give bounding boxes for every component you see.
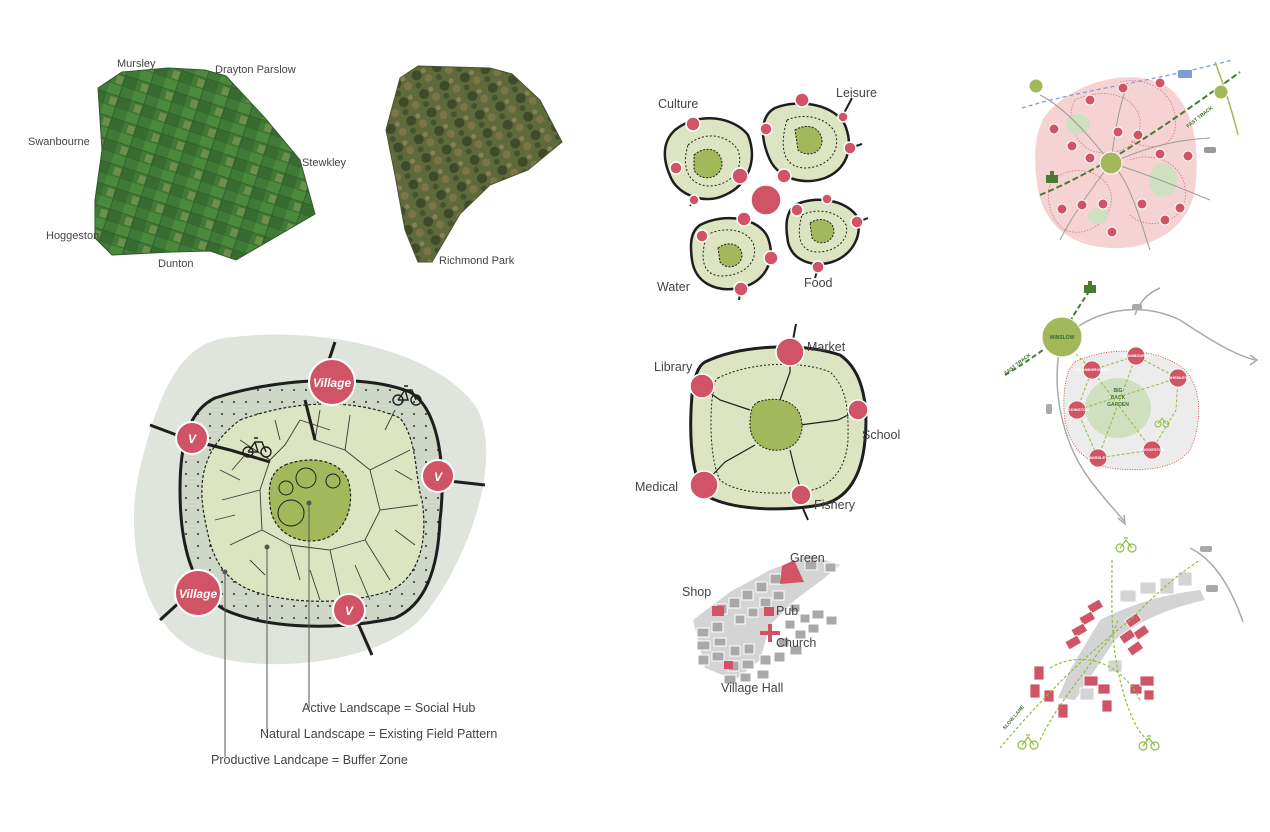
grey-plots (1079, 571, 1193, 701)
cycle-lanes (999, 559, 1201, 749)
plan-label-pub: Pub (776, 604, 798, 618)
park-shape (385, 65, 563, 263)
node-label-swanbourne: SWANBOURNE (1121, 353, 1151, 358)
train-icon (1046, 171, 1058, 183)
car-icon (1204, 147, 1216, 153)
village-hall-marker (724, 661, 733, 669)
red-housing-plots (1029, 598, 1155, 719)
v-label-right: V (434, 470, 443, 484)
map-label-richmond-park: Richmond Park (439, 255, 515, 267)
bicycle-icon (1017, 734, 1039, 750)
shop-marker (712, 606, 724, 616)
bicycle-icon (1115, 537, 1137, 553)
network-diagram: FAST TRACK (1021, 59, 1241, 251)
v-label-left: V (188, 432, 197, 446)
village-node-left: Village (174, 569, 222, 617)
network-green-patches (1066, 114, 1177, 224)
hub-label-market: Market (807, 340, 846, 354)
map-label-stewkley: Stewkley (302, 157, 347, 169)
winslow-label: WINSLOW (1050, 335, 1075, 341)
network-red-nodes (1048, 77, 1194, 238)
hub-label-medical: Medical (635, 480, 678, 494)
garden-label-1: BIG (1114, 388, 1123, 394)
network-green-nodes (1028, 78, 1229, 175)
bicycle-icon (1138, 735, 1160, 751)
v-node-left: V (175, 421, 209, 455)
bicycle-icon (392, 385, 422, 406)
arrow-south (1117, 514, 1126, 526)
blue-dashed-line (1021, 59, 1233, 109)
hub-label-library: Library (654, 360, 693, 374)
village-key-buildings (712, 560, 804, 669)
pod-label-water: Water (657, 280, 690, 294)
cycle-lane-label: SLOW LANE (1002, 704, 1026, 731)
plan-label-church: Church (776, 636, 816, 650)
bus-icon (1178, 70, 1192, 78)
pub-marker (764, 607, 774, 616)
plan-label-village-hall: Village Hall (721, 681, 783, 695)
pod-label-culture: Culture (658, 97, 698, 111)
winslow-village-nodes (1067, 346, 1188, 468)
car-icon (1206, 585, 1218, 592)
v-label-bottom: V (345, 604, 354, 618)
village-node-top: Village (308, 358, 356, 406)
car-icon (1046, 404, 1052, 414)
v-node-bottom: V (332, 593, 366, 627)
cycle-plan: SLOW LANE (999, 537, 1244, 751)
v-node-right: V (421, 459, 455, 493)
active-landscape-hub (268, 459, 352, 542)
hub-nodes (689, 337, 869, 506)
aerial-field-shape (94, 67, 316, 261)
field-pattern-lines (214, 409, 419, 601)
village-plan: Green Shop Pub Church Village Hall (682, 551, 840, 695)
plan-label-shop: Shop (682, 585, 711, 599)
hub-label-fishery: Fishery (814, 498, 856, 512)
cluster-diagram: Culture Leisure Water Food (657, 86, 877, 301)
church-marker (760, 624, 780, 642)
arrow-east (1249, 354, 1259, 366)
map-label-drayton-parslow: Drayton Parslow (215, 64, 296, 76)
hub-core (749, 398, 803, 451)
legend-productive-landscape: Productive Landcape = Buffer Zone (211, 753, 408, 767)
hub-diagram: Market Library School Medical Fishery (635, 323, 900, 521)
aerial-map-richmond-park: Richmond Park (385, 65, 563, 267)
main-landscape-diagram: Village Village V V V (133, 334, 497, 767)
map-label-mursley: Mursley (117, 58, 156, 70)
bicycle-icon (1154, 417, 1170, 428)
village-label-left: Village (179, 587, 218, 601)
cycle-street (1058, 590, 1205, 700)
map-label-swanbourne: Swanbourne (28, 136, 90, 148)
hub-ponds (277, 467, 341, 527)
fast-track-line (1039, 71, 1241, 196)
hub-label-school: School (862, 428, 900, 442)
green-marker (780, 560, 804, 584)
legend-natural-landscape: Natural Landscape = Existing Field Patte… (260, 727, 497, 741)
node-label-shenley: SHENLEY (1169, 375, 1188, 380)
village-buildings (696, 559, 838, 685)
node-label-addington: ADDINGTON (1065, 407, 1089, 412)
map-label-hoggeston: Hoggeston (46, 230, 99, 242)
node-label-mursley: MURSLEY (1088, 455, 1108, 460)
garden-label-2: BACK (1111, 395, 1126, 401)
map-label-dunton: Dunton (158, 258, 193, 270)
legend-leaders (222, 500, 312, 757)
cluster-nodes (669, 92, 864, 297)
winslow-track-label: FAST TRACK (1004, 352, 1033, 376)
bicycle-icon (242, 437, 272, 458)
pod-label-food: Food (804, 276, 833, 290)
big-back-garden (1085, 378, 1151, 438)
car-icon (1132, 304, 1142, 310)
train-icon (1084, 281, 1096, 293)
aerial-map-villages: Mursley Drayton Parslow Swanbourne Stewk… (28, 58, 347, 270)
winslow-diagram: BIG BACK GARDEN FAST TRACK WINSLOW GRANB… (1004, 281, 1259, 526)
village-label-top: Village (313, 376, 352, 390)
node-label-granborough: GRANBOROUGH (1076, 367, 1109, 372)
node-label-hoggeston: HOGGESTON (1139, 447, 1165, 452)
pod-label-leisure: Leisure (836, 86, 877, 100)
car-icon (1200, 546, 1212, 552)
legend-active-landscape: Active Landscape = Social Hub (302, 701, 475, 715)
plan-label-green: Green (790, 551, 825, 565)
winslow-node (1041, 316, 1083, 358)
